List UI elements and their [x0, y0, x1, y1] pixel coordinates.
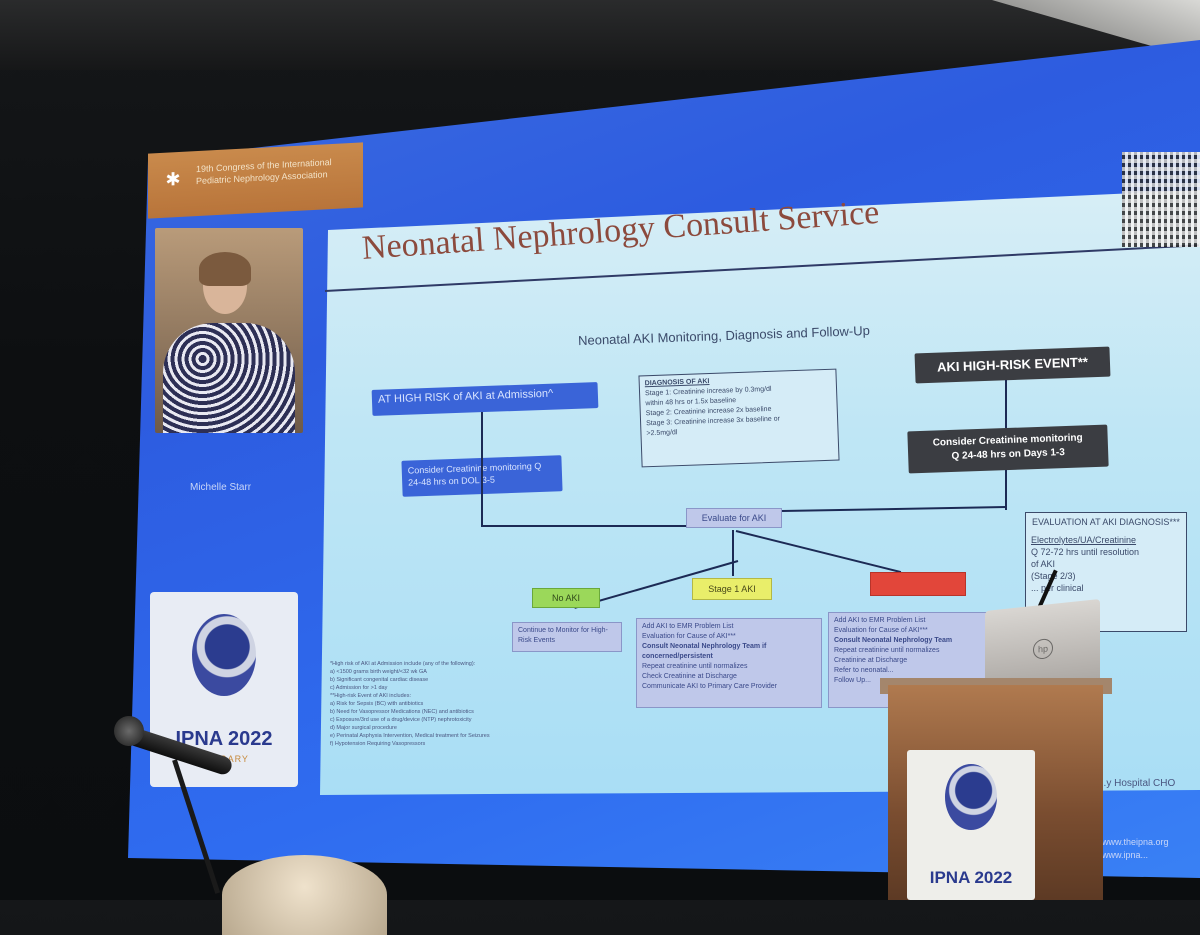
footnote-line: c) Exposure/3rd use of a drug/device (NT… — [330, 717, 472, 723]
creatinine-monitoring-right-box: Consider Creatinine monitoring Q 24-48 h… — [907, 424, 1109, 474]
footnote-line: a) Risk for Sepsis (BC) with antibiotics — [330, 701, 424, 707]
speaker-video — [155, 228, 303, 433]
stage1-action: Evaluation for Cause of AKI*** — [642, 633, 736, 640]
stage23-action: Follow Up... — [834, 677, 871, 684]
footnote-line: e) Perinatal Asphyxia Intervention, Medi… — [330, 733, 490, 739]
stage23-aki-box — [870, 572, 966, 596]
audience-member-head — [222, 855, 387, 935]
stage1-action: Check Creatinine at Discharge — [642, 673, 737, 680]
evaluation-heading: EVALUATION AT AKI DIAGNOSIS*** — [1032, 517, 1180, 527]
footnote-line: d) Major surgical procedure — [330, 725, 397, 731]
slide-footnotes: *High risk of AKI at Admission include (… — [330, 660, 630, 748]
connector-event-down — [1005, 380, 1007, 428]
stage1-action: Communicate AKI to Primary Care Provider — [642, 683, 777, 690]
qr-code-pattern — [1122, 152, 1200, 247]
website-line: www.ipna... — [1102, 850, 1149, 860]
footnote-line: f) Hypotension Requiring Vasopressors — [330, 741, 426, 747]
connector-admission-down — [481, 412, 483, 458]
stage1-action: Consult Neonatal Nephrology Team if conc… — [642, 643, 767, 660]
speaker-body — [163, 323, 295, 433]
speaker-hair — [199, 252, 251, 286]
stage23-action: Add AKI to EMR Problem List — [834, 617, 926, 624]
connector-left-vertical — [481, 412, 483, 526]
stage1-action: Add AKI to EMR Problem List — [642, 623, 734, 630]
footnote-line: **High-risk Event of AKI includes: — [330, 693, 412, 699]
connector-branch-middle — [732, 530, 734, 576]
ipna-logo-icon — [192, 614, 256, 696]
footnote-line: b) Significant congenital cardiac diseas… — [330, 677, 429, 683]
website-line: www.theipna.org — [1102, 837, 1169, 847]
stage23-action: Refer to neonatal... — [834, 667, 894, 674]
podium-logo-text: IPNA 2022 — [929, 868, 1013, 887]
speaker-name: Michelle Starr — [190, 482, 252, 493]
stage23-action: Repeat creatinine until normalizes — [834, 647, 940, 654]
evaluation-line: Electrolytes/UA/Creatinine — [1031, 535, 1137, 545]
stage23-action: Consult Neonatal Nephrology Team — [834, 637, 953, 644]
stage23-action: Creatinine at Discharge — [834, 657, 908, 664]
no-aki-box: No AKI — [532, 588, 600, 608]
diagnosis-box: DIAGNOSIS OF AKI Stage 1: Creatinine inc… — [638, 368, 840, 468]
microphone-head-icon — [114, 716, 144, 746]
stage1-aki-box: Stage 1 AKI — [692, 578, 772, 600]
website-credit: www.theipna.org www.ipna... — [1102, 836, 1169, 862]
footnote-line: *High risk of AKI at Admission include (… — [330, 661, 476, 667]
connector-right-vertical — [1005, 470, 1007, 510]
evaluation-line: of AKI — [1031, 559, 1056, 569]
slide-credit: ...y Hospital CHO — [1098, 778, 1176, 789]
stage1-action: Repeat creatinine until normalizes — [642, 663, 748, 670]
laptop-logo-icon: hp — [1033, 637, 1053, 660]
ipna-logo-text: IPNA 2022 — [175, 728, 273, 750]
evaluation-line: Q 72-72 hrs until resolution — [1031, 547, 1140, 557]
stage23-action: Evaluation for Cause of AKI*** — [834, 627, 928, 634]
evaluate-box: Evaluate for AKI — [686, 508, 782, 528]
stage1-actions-box: Add AKI to EMR Problem List Evaluation f… — [636, 618, 822, 708]
podium-logo-card: IPNA 2022 — [907, 750, 1035, 900]
footnote-line: b) Need for Vasopressor Medications (NEC… — [330, 709, 474, 715]
conference-banner: ✱ 19th Congress of the International Ped… — [148, 142, 363, 219]
footnote-line: c) Admission for >1 day — [330, 685, 388, 691]
maple-leaf-icon: ✱ — [165, 168, 181, 190]
footnote-line: a) <1500 grams birth weight/<32 wk GA — [330, 669, 427, 675]
ceiling — [0, 0, 1200, 70]
continue-monitor-box: Continue to Monitor for High-Risk Events — [512, 622, 622, 652]
evaluation-line: ... per clinical — [1031, 583, 1084, 593]
podium-logo-icon — [945, 764, 997, 830]
connector-left-horizontal — [481, 525, 686, 527]
